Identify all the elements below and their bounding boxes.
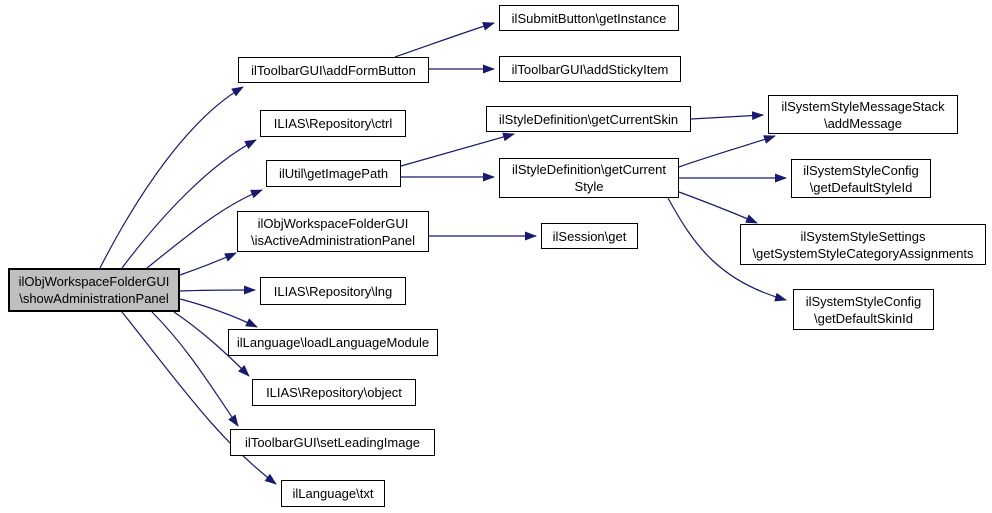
node-add-form-button[interactable]: ilToolbarGUI\addFormButton xyxy=(238,57,429,83)
node-get-default-skin-id[interactable]: ilSystemStyleConfig \getDefaultSkinId xyxy=(793,289,934,330)
node-submit-button-get-instance[interactable]: ilSubmitButton\getInstance xyxy=(499,5,679,31)
node-get-current-skin[interactable]: ilStyleDefinition\getCurrentSkin xyxy=(486,106,691,132)
node-set-leading-image[interactable]: ilToolbarGUI\setLeadingImage xyxy=(230,429,435,456)
node-add-sticky-item[interactable]: ilToolbarGUI\addStickyItem xyxy=(499,56,681,82)
node-add-message[interactable]: ilSystemStyleMessageStack \addMessage xyxy=(768,95,958,134)
node-get-default-style-id[interactable]: ilSystemStyleConfig \getDefaultStyleId xyxy=(791,159,931,198)
edge-get-current-style-to-category-assignments xyxy=(678,191,758,224)
node-load-language-module[interactable]: ilLanguage\loadLanguageModule xyxy=(228,329,438,356)
node-label: ilObjWorkspaceFolderGUI xyxy=(18,274,170,289)
node-repository-object[interactable]: ILIAS\Repository\object xyxy=(252,379,416,406)
node-label: ilSystemStyleMessageStack xyxy=(781,98,945,114)
node-label: \getSystemStyleCategoryAssignments xyxy=(752,245,974,261)
node-repository-ctrl[interactable]: ILIAS\Repository\ctrl xyxy=(260,110,406,137)
edge-get-current-skin-to-add-message xyxy=(690,111,764,121)
node-label: ilObjWorkspaceFolderGUI xyxy=(257,215,409,231)
node-label: ilSystemStyleSettings xyxy=(800,228,926,244)
node-label: \addMessage xyxy=(823,115,903,131)
node-label: \isActiveAdministrationPanel xyxy=(250,232,416,248)
node-label: ilLanguage\txt xyxy=(292,486,374,501)
node-show-administration-panel: ilObjWorkspaceFolderGUI \showAdministrat… xyxy=(8,268,180,312)
edge-root-to-repository-ctrl xyxy=(121,139,257,269)
node-get-current-style[interactable]: ilStyleDefinition\getCurrent Style xyxy=(499,158,679,198)
edge-get-image-path-to-get-current-skin xyxy=(400,132,515,167)
node-label: ilLanguage\loadLanguageModule xyxy=(236,335,430,350)
node-session-get[interactable]: ilSession\get xyxy=(541,223,638,249)
node-label: ilToolbarGUI\setLeadingImage xyxy=(245,435,420,450)
node-label: ilSession\get xyxy=(552,228,627,244)
node-language-txt[interactable]: ilLanguage\txt xyxy=(281,480,385,507)
node-repository-lng[interactable]: ILIAS\Repository\lng xyxy=(260,277,406,305)
node-label: Style xyxy=(574,179,604,194)
edge-root-to-repository-object xyxy=(173,311,250,377)
node-get-system-style-category-assignments[interactable]: ilSystemStyleSettings \getSystemStyleCat… xyxy=(740,224,986,265)
edge-add-form-button-to-get-instance xyxy=(394,21,495,58)
node-label: \getDefaultSkinId xyxy=(813,310,913,326)
edge-get-current-style-to-add-message xyxy=(678,135,776,168)
node-label: ilStyleDefinition\getCurrent xyxy=(512,162,666,177)
node-label: ilUtil\getImagePath xyxy=(278,166,389,181)
node-label: ilToolbarGUI\addFormButton xyxy=(251,62,416,78)
edge-root-to-add-form-button xyxy=(99,86,244,269)
node-label: ILIAS\Repository\object xyxy=(266,385,402,400)
node-label: \getDefaultStyleId xyxy=(809,179,913,195)
node-get-image-path[interactable]: ilUtil\getImagePath xyxy=(266,160,401,187)
edge-root-to-set-leading-image xyxy=(151,311,239,427)
edge-root-to-get-image-path xyxy=(146,189,263,269)
node-label: ilSystemStyleConfig xyxy=(805,293,922,309)
node-is-active-administration-panel[interactable]: ilObjWorkspaceFolderGUI \isActiveAdminis… xyxy=(237,211,429,252)
node-label: ilSystemStyleConfig xyxy=(803,162,919,178)
node-label: ilSubmitButton\getInstance xyxy=(511,10,667,26)
node-label: ILIAS\Repository\lng xyxy=(273,283,393,299)
edge-root-to-load-language-module xyxy=(179,298,258,328)
edge-root-to-is-active-administration-panel xyxy=(179,252,237,276)
edge-root-to-repository-lng xyxy=(179,285,256,295)
edge-root-to-language-txt xyxy=(121,311,277,485)
node-label: ilStyleDefinition\getCurrentSkin xyxy=(498,111,679,127)
node-label: \showAdministrationPanel xyxy=(19,291,169,306)
edge-get-current-style-to-get-default-skin-id xyxy=(667,197,787,302)
node-label: ilToolbarGUI\addStickyItem xyxy=(511,61,669,77)
node-label: ILIAS\Repository\ctrl xyxy=(273,116,393,131)
